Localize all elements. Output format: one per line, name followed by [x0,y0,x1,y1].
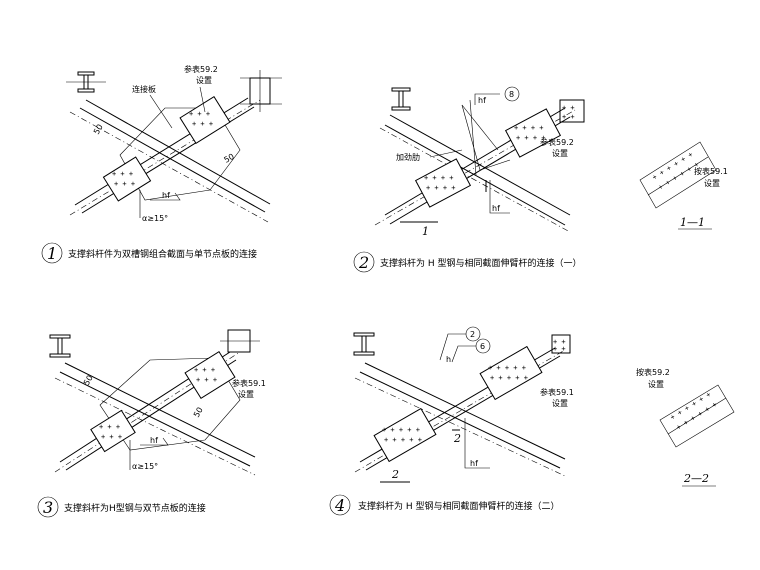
svg-text:+ + +: + + + [196,376,217,384]
svg-text:+ +: + + [562,113,575,121]
label-ref-1b: 设置 [196,75,212,85]
detail-number: 3 [43,498,53,517]
label-weld-bottom: hf [492,204,500,213]
h-section-left [391,87,411,111]
bolt-group-upper: + + + + + + [184,350,236,400]
svg-text:+ + +: + + + [112,170,133,178]
label-ref-3a: 参表59.1 [232,378,266,388]
detail-number-circle [41,242,63,264]
label-angle: α≥15° [132,462,158,471]
svg-text:+ +: + + [553,345,566,353]
detail-number: 4 [334,496,345,515]
detail-1: + + + + + + + + + + + + 连接板 参表59.2 设置 50… [41,64,282,264]
label-ref-4a: 参表59.1 [540,387,574,397]
h-section-right [220,329,260,353]
label-weld: hf [150,436,158,445]
section-mark: 1 [422,225,429,238]
section-1-1: + + + + + + + + + + + + 按表59.1 设置 1—1 [639,141,728,230]
label-dim-a: 50 [92,123,105,136]
brace-diagonal-1 [379,114,571,233]
label-stiffener: 加劲肋 [396,152,420,162]
svg-text:+ + +: + + + [189,110,210,118]
label-ref-2b: 设置 [552,148,568,158]
bolt-group-left: + + + + + + + + + + [373,407,437,463]
label-callout-b: 6 [480,342,485,351]
label-ref-1a: 参表59.2 [184,64,218,74]
detail-number: 1 [47,244,57,263]
callout-circle [504,86,520,102]
svg-text:+ + + + +: + + + + + [384,436,422,444]
detail-caption: 支撑斜杆为 H 型钢与相同截面伸臂杆的连接（一） [380,257,582,269]
brace-diagonal-1 [354,362,566,477]
label-weld: hf [162,191,170,200]
detail-number: 2 [358,253,369,272]
svg-text:+ + + + +: + + + + + [488,364,526,372]
svg-text:+ + +: + + + [194,366,215,374]
callout-circle-a [465,326,481,342]
bolt-group-left: + + + + + + + + [414,158,472,208]
label-weld-bottom: hf [470,459,478,468]
svg-text:+ + + +: + + + + [424,174,454,182]
section-ref-a: 按表59.1 [694,166,728,176]
label-angle: α≥15° [142,214,168,223]
label-callout-a: 2 [470,330,475,339]
svg-text:+ + +: + + + [101,433,122,441]
section-title: 1—1 [680,216,705,229]
section-mark-upper: 2 [453,432,461,445]
gusset-plate [119,107,241,201]
brace-diagonal-1 [54,362,256,476]
section-mark-lower: 2 [391,468,399,481]
bolt-group-lower: + + + + + + [90,409,136,453]
label-dim-b: 50 [223,152,236,165]
bolt-group-right: + + + + + + + + + + [479,345,543,401]
label-callout: 8 [509,90,514,99]
svg-text:+ + +: + + + [192,120,213,128]
detail-number-circle [329,494,351,516]
detail-4: + + + + + + + + + + + + + + + + + + + + … [329,326,574,516]
brace-diagonal-1 [69,99,271,223]
section-outline [639,141,717,209]
h-section-right: + + + + [559,99,585,123]
h-section-right: + + + + [551,334,571,354]
svg-text:+ + + +: + + + + [514,124,544,132]
channel-section-right [240,70,282,112]
bolt-group-upper: + + + + + + [179,95,231,145]
label-plate: 连接板 [132,84,156,94]
detail-3: + + + + + + + + + + + + 参表59.1 设置 50 50 … [37,329,266,518]
section-ref-b: 设置 [704,178,720,188]
svg-text:+ +: + + [553,338,566,346]
detail-number-circle [37,496,59,518]
detail-caption: 支撑斜杆为 H 型钢与相同截面伸臂杆的连接（二） [358,500,560,512]
section-ref-a: 按表59.2 [636,367,670,377]
section-title: 2—2 [683,472,709,485]
h-section-left [49,334,71,358]
label-weld-side: h [446,355,451,364]
bolt-group-right: + + + + + + + + [504,108,562,158]
svg-text:+ + + + +: + + + + + [382,426,420,434]
section-ref-b: 设置 [648,379,664,389]
detail-caption: 支撑斜杆件为双槽钢组合截面与单节点板的连接 [68,248,257,260]
svg-text:+ +: + + [562,104,575,112]
label-dim-b: 50 [192,406,205,419]
label-ref-3b: 设置 [238,389,254,399]
svg-text:+ + + +: + + + + [426,184,456,192]
section-2-2: 按表59.2 设置 + + + + + + + + + + + + 2—2 [636,367,735,487]
detail-2: + + + + + + + + + + + + + + + + + + + + … [353,86,585,273]
detail-caption: 支撑斜杆为H型钢与双节点板的连接 [64,502,206,514]
svg-text:+ + +: + + + [114,180,135,188]
svg-text:+ + +: + + + [99,423,120,431]
label-ref-2a: 参表59.2 [540,137,574,147]
h-section-left [353,332,375,356]
svg-text:+ + + +: + + + + [516,134,546,142]
label-ref-4b: 设置 [552,398,568,408]
bolt-group-lower: + + + + + + [102,156,152,202]
section-outline [659,384,735,448]
label-dim-a: 50 [82,374,95,387]
callout-circle-b [475,338,491,354]
label-weld-top: hf [478,96,486,105]
svg-text:+ + + + +: + + + + + [490,374,528,382]
channel-section-left [66,71,106,93]
detail-number-circle [353,251,375,273]
